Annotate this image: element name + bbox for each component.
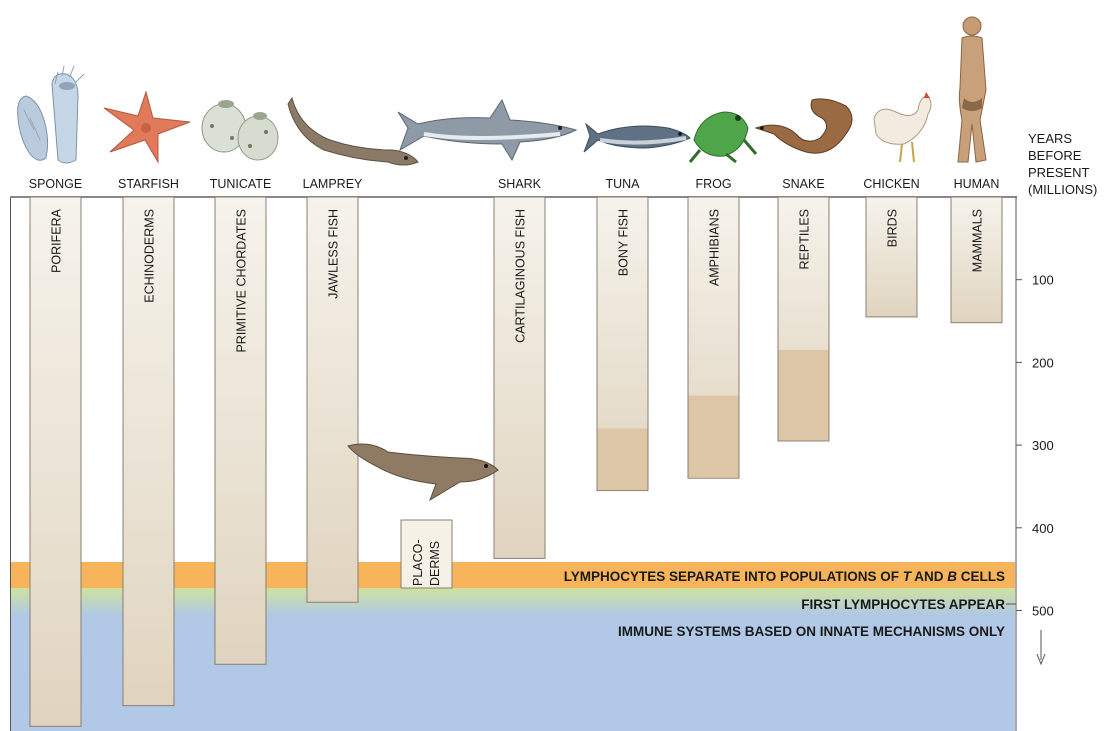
placoderms-box: PLACO- DERMS — [401, 520, 452, 588]
group-label-tuna: BONY FISH — [617, 209, 631, 276]
group-label-tunicate: PRIMITIVE CHORDATES — [235, 209, 249, 353]
axis-tick-label: 200 — [1032, 355, 1054, 370]
placoderm-fish-icon — [348, 444, 498, 500]
axis-tick-label: 500 — [1032, 604, 1054, 619]
group-label-sponge: PORIFERA — [50, 208, 64, 273]
group-label-chicken: BIRDS — [886, 209, 900, 247]
lineage-bar-sponge — [30, 197, 81, 726]
axis-title-line-2: BEFORE — [1028, 148, 1082, 163]
axis-title-line-3: PRESENT — [1028, 165, 1089, 180]
organism-name-tuna: TUNA — [605, 177, 640, 191]
lamprey-icon — [288, 98, 418, 165]
lineage-lamprey: JAWLESS FISH LAMPREY — [303, 177, 363, 602]
axis-title-line-1: YEARS — [1028, 131, 1072, 146]
lineage-early-segment-snake — [779, 350, 829, 440]
lineage-human: MAMMALS HUMAN — [951, 177, 1002, 323]
shark-icon — [398, 100, 576, 160]
organism-name-starfish: STARFISH — [118, 177, 179, 191]
lineage-early-segment-tuna — [598, 429, 648, 491]
chicken-icon — [874, 92, 931, 162]
lineage-shark: CARTILAGINOUS FISH SHARK — [494, 177, 545, 558]
organism-name-human: HUMAN — [954, 177, 1000, 191]
tuna-icon — [584, 124, 690, 152]
frog-icon — [690, 112, 756, 162]
tunicate-icon — [202, 100, 278, 160]
axis-tick-label: 100 — [1032, 273, 1054, 288]
band-label-t-b-cells: LYMPHOCYTES SEPARATE INTO POPULATIONS OF… — [564, 569, 1005, 584]
organism-name-chicken: CHICKEN — [863, 177, 919, 191]
axis-ticks: 100 200 300 400 500 — [1016, 273, 1054, 619]
snake-icon — [756, 99, 852, 153]
organism-name-tunicate: TUNICATE — [210, 177, 272, 191]
lineage-sponge: PORIFERA SPONGE — [29, 177, 83, 726]
placoderms-label-2: DERMS — [428, 541, 442, 586]
organism-name-snake: SNAKE — [782, 177, 824, 191]
group-label-frog: AMPHIBIANS — [708, 209, 722, 286]
group-label-human: MAMMALS — [971, 209, 985, 272]
group-label-snake: REPTILES — [798, 209, 812, 269]
group-label-lamprey: JAWLESS FISH — [327, 209, 341, 299]
organism-name-sponge: SPONGE — [29, 177, 83, 191]
lineage-early-segment-frog — [689, 395, 739, 477]
lineage-snake: REPTILES SNAKE — [778, 177, 829, 441]
lineage-frog: AMPHIBIANS FROG — [688, 177, 739, 478]
axis-title-line-4: (MILLIONS) — [1028, 182, 1097, 197]
group-label-starfish: ECHINODERMS — [143, 209, 157, 303]
organism-name-frog: FROG — [695, 177, 731, 191]
lineage-chicken: BIRDS CHICKEN — [863, 177, 919, 317]
band-label-first-lymphocytes: FIRST LYMPHOCYTES APPEAR — [801, 597, 1005, 612]
continuation-arrow-icon — [1037, 630, 1045, 664]
starfish-icon — [104, 92, 190, 162]
axis-tick-label: 300 — [1032, 438, 1054, 453]
group-label-shark: CARTILAGINOUS FISH — [514, 209, 528, 343]
organism-name-shark: SHARK — [498, 177, 542, 191]
sponge-icon — [18, 66, 84, 163]
axis-title: YEARS BEFORE PRESENT (MILLIONS) — [1028, 131, 1097, 197]
organism-name-lamprey: LAMPREY — [303, 177, 363, 191]
human-icon — [958, 17, 986, 162]
lineage-tunicate: PRIMITIVE CHORDATES TUNICATE — [210, 177, 272, 664]
lineage-tuna: BONY FISH TUNA — [597, 177, 648, 491]
band-label-innate: IMMUNE SYSTEMS BASED ON INNATE MECHANISM… — [618, 624, 1005, 639]
axis-tick-label: 400 — [1032, 521, 1054, 536]
placoderms-label-1: PLACO- — [411, 539, 425, 586]
lineage-starfish: ECHINODERMS STARFISH — [118, 177, 179, 706]
